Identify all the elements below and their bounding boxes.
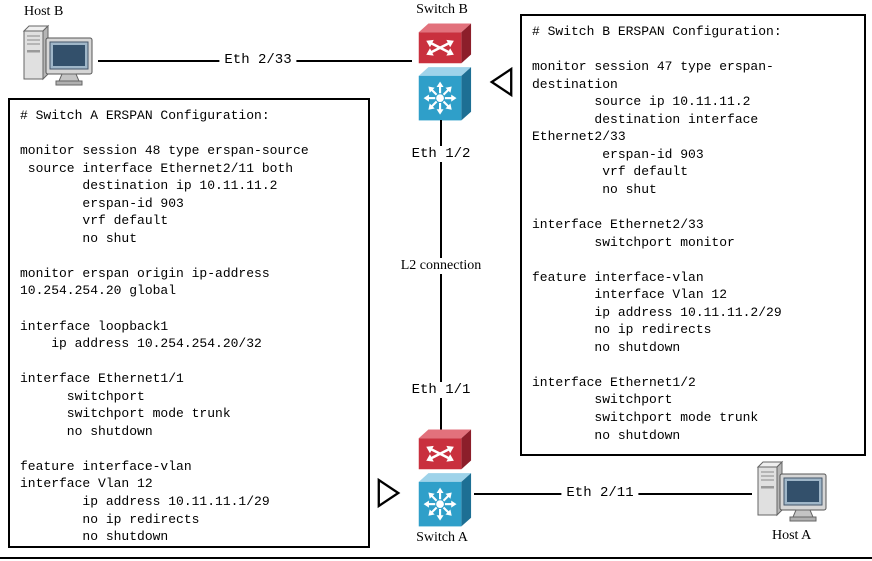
- switch-a-config-title: # Switch A ERSPAN Configuration:: [20, 108, 270, 123]
- switch-b-config-text: monitor session 47 type erspan- destinat…: [532, 59, 782, 443]
- link-label-eth-1-1: Eth 1/1: [406, 382, 476, 398]
- host-b-icon: [23, 25, 93, 86]
- link-label-eth-2-33: Eth 2/33: [219, 52, 297, 68]
- link-label-l2-connection: L2 connection: [396, 258, 486, 274]
- switch-b-config-box: # Switch B ERSPAN Configuration: monitor…: [520, 14, 866, 456]
- host-b-label: Host B: [24, 4, 64, 19]
- switch-a-label: Switch A: [416, 530, 468, 545]
- link-switchb-switcha: [440, 120, 442, 432]
- link-label-eth-2-11: Eth 2/11: [561, 485, 639, 501]
- link-label-eth-1-2: Eth 1/2: [406, 146, 476, 162]
- switch-b-config-title: # Switch B ERSPAN Configuration:: [532, 24, 782, 39]
- switch-b-label: Switch B: [416, 2, 468, 17]
- switch-b-icon: [418, 23, 472, 121]
- bottom-border-rule: [0, 557, 872, 559]
- callout-arrow-left-icon: [489, 66, 513, 98]
- switch-a-config-text: monitor session 48 type erspan-source so…: [20, 143, 309, 545]
- host-a-icon: [757, 461, 827, 522]
- switch-a-config-box: # Switch A ERSPAN Configuration: monitor…: [8, 98, 370, 548]
- host-a-label: Host A: [772, 528, 812, 543]
- callout-arrow-right-icon: [377, 477, 401, 509]
- switch-a-icon: [418, 429, 472, 527]
